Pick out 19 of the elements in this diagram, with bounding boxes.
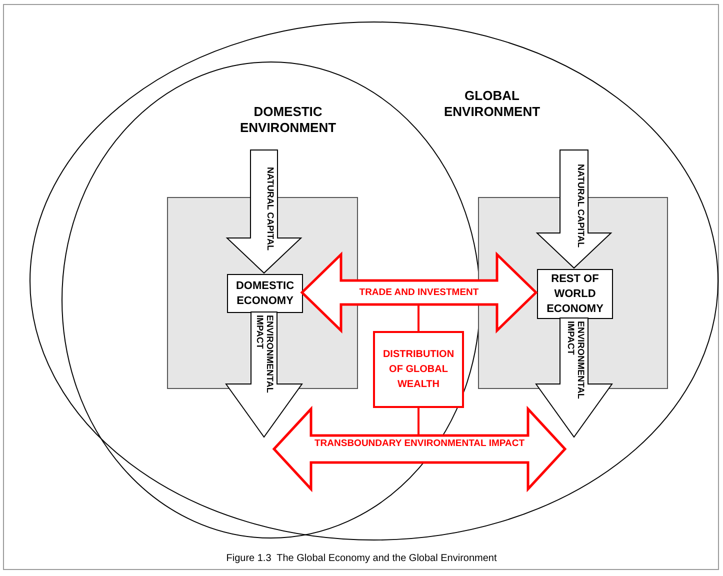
economy-box: REST OF WORLD ECONOMY bbox=[537, 269, 613, 319]
region-label: GLOBAL ENVIRONMENT bbox=[442, 88, 542, 120]
edge-label: NATURAL CAPITAL bbox=[575, 163, 586, 250]
block-arrow bbox=[225, 312, 303, 438]
block-arrow bbox=[535, 318, 613, 438]
connector-line bbox=[418, 408, 420, 436]
edge-label: NATURAL CAPITAL bbox=[264, 166, 276, 252]
arrow-label: TRANSBOUNDARY ENVIRONMENTAL IMPACT bbox=[313, 438, 526, 448]
edge-label: ENVIRONMENTAL IMPACT bbox=[565, 321, 586, 401]
wealth-box: DISTRIBUTION OF GLOBAL WEALTH bbox=[373, 331, 464, 408]
block-arrow bbox=[226, 150, 302, 274]
block-arrow bbox=[536, 150, 612, 269]
edge-label: TRADE AND INVESTMENT bbox=[358, 286, 480, 298]
block-arrow bbox=[300, 252, 538, 334]
connector-line bbox=[418, 305, 420, 331]
economy-box: DOMESTIC ECONOMY bbox=[227, 274, 303, 313]
figure-caption: Figure 1.3 The Global Economy and the Global Environment bbox=[225, 553, 498, 564]
edge-label: ENVIRONMENTAL IMPACT bbox=[254, 315, 275, 395]
region-label: DOMESTIC ENVIRONMENT bbox=[238, 104, 338, 136]
